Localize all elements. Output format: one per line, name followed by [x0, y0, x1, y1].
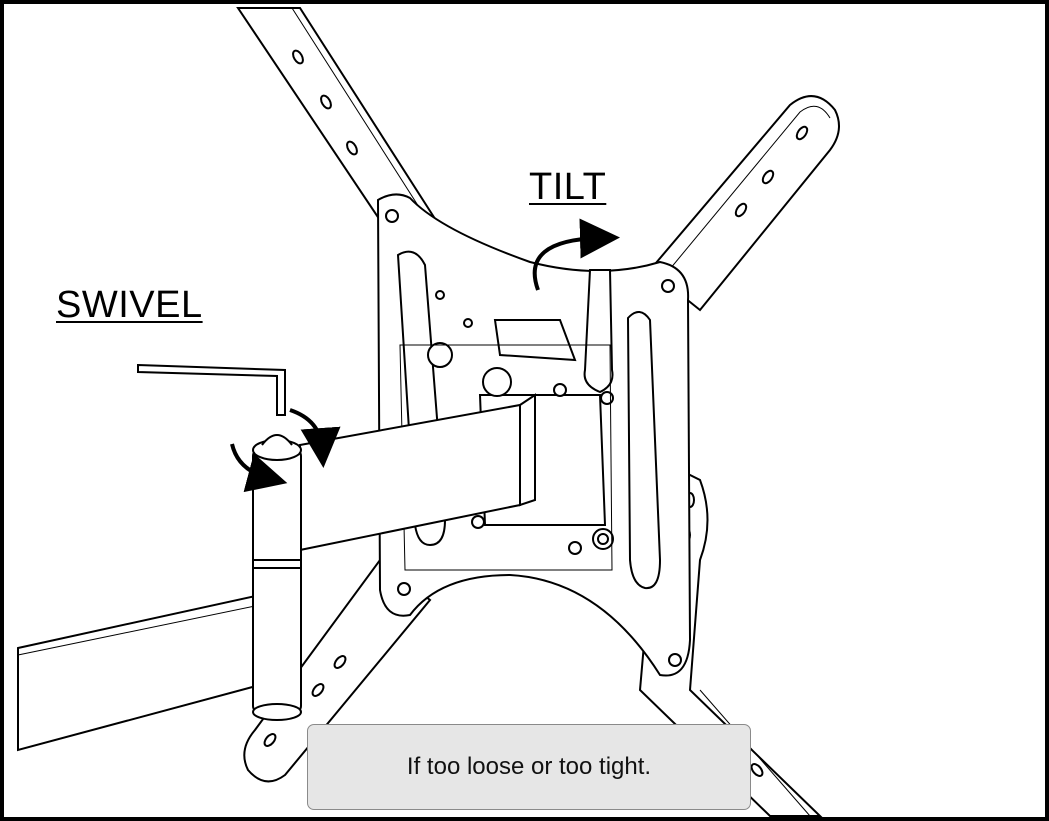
- rotate-arrow-icon: [230, 218, 620, 493]
- note-text: If too loose or too tight.: [406, 753, 652, 780]
- swivel-arm: [17, 393, 536, 752]
- tilt-label: TILT: [529, 166, 607, 208]
- swivel-pivot: [252, 434, 302, 721]
- note-box: If too loose or too tight.: [307, 724, 751, 810]
- bracket-arm-upper-right: [648, 95, 840, 312]
- swivel-label: SWIVEL: [56, 284, 203, 326]
- hex-key-icon: [137, 363, 286, 416]
- bracket-arm-lower-left: [243, 558, 432, 783]
